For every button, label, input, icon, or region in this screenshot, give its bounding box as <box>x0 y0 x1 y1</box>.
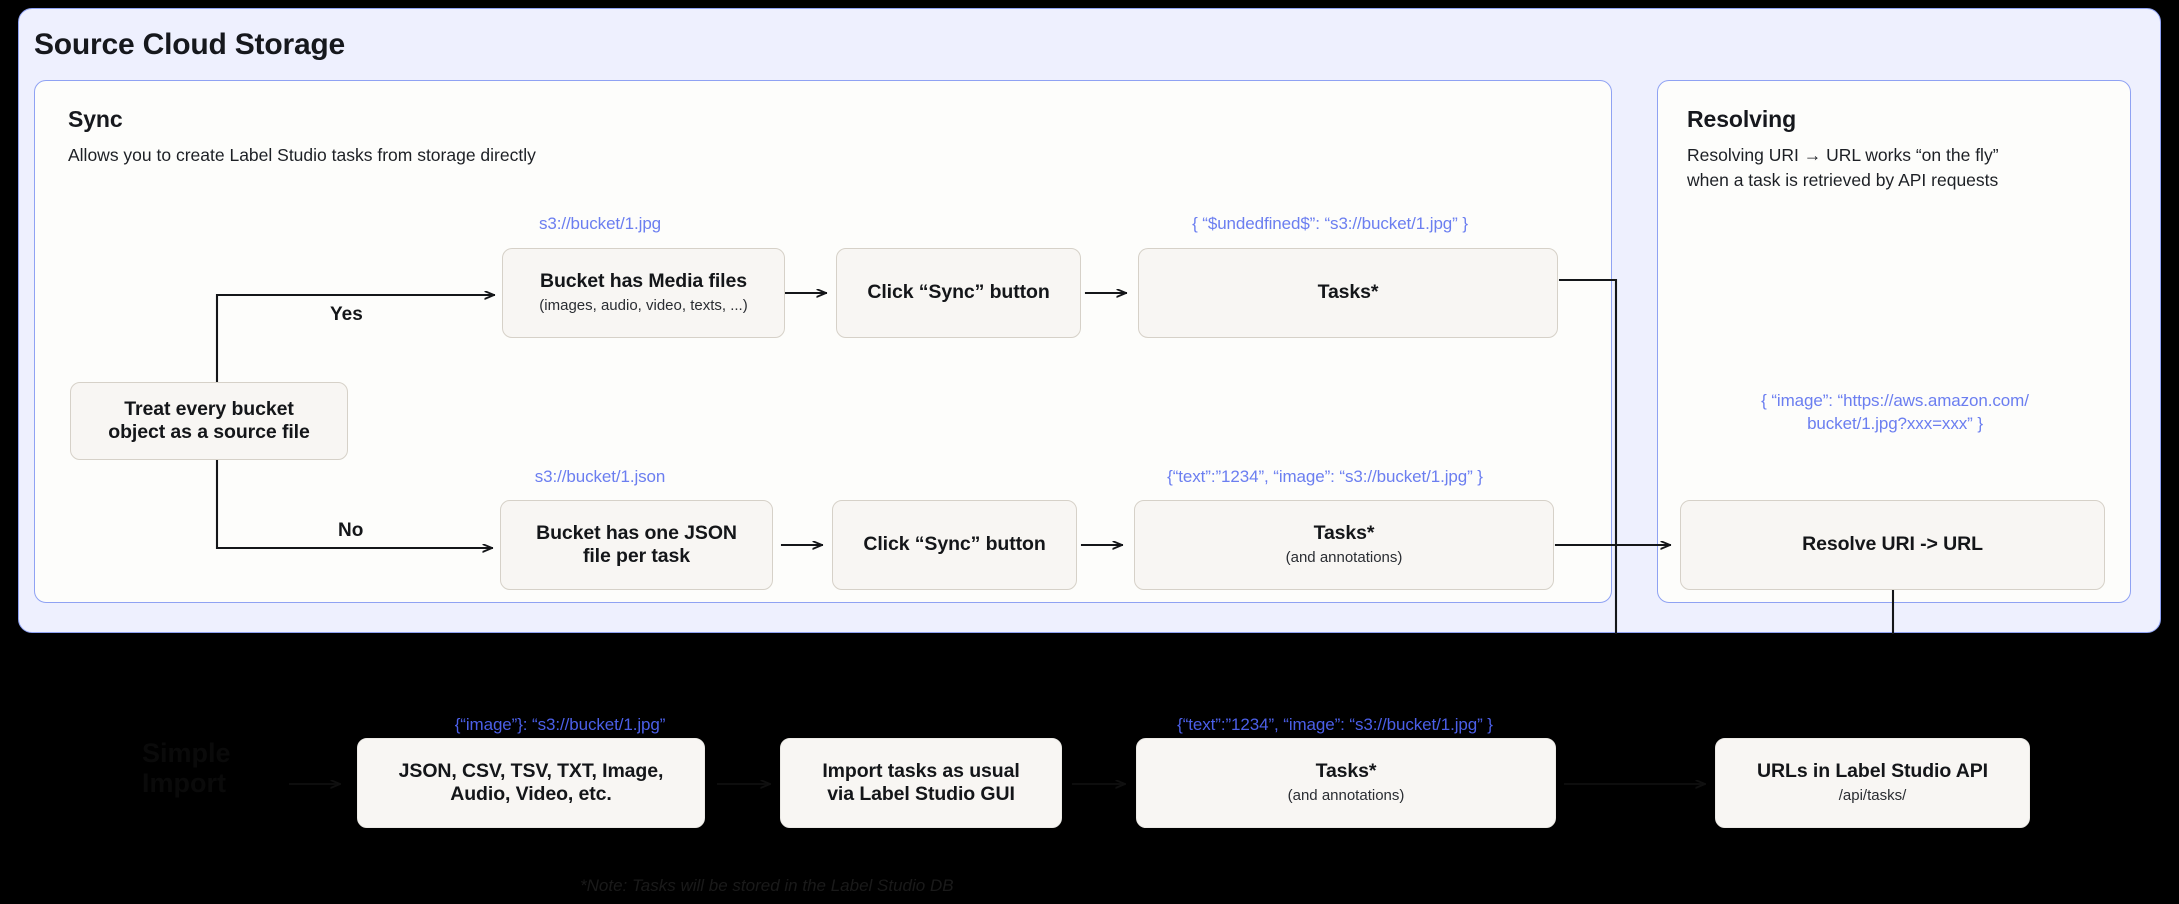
node-file-formats[interactable]: JSON, CSV, TSV, TXT, Image, Audio, Video… <box>357 738 705 828</box>
node-title: Tasks* <box>1317 281 1379 304</box>
node-title: Click “Sync” button <box>867 281 1050 304</box>
node-subtitle: /api/tasks/ <box>1838 786 1907 804</box>
branch-label-yes: Yes <box>330 304 363 325</box>
node-urls-label-studio-api[interactable]: URLs in Label Studio API /api/tasks/ <box>1715 738 2030 828</box>
node-tasks-top[interactable]: Tasks* <box>1138 248 1558 338</box>
sync-card-title: Sync <box>68 106 123 132</box>
annotation-resolved-url: { “image”: “https://aws.amazon.com/ buck… <box>1761 391 2029 433</box>
node-title: Bucket has Media files <box>540 270 747 293</box>
node-bucket-has-one-json[interactable]: Bucket has one JSON file per task <box>500 500 773 590</box>
node-import-tasks-gui[interactable]: Import tasks as usual via Label Studio G… <box>780 738 1062 828</box>
annotation-import-text-image: {“text”:”1234”, “image”: “s3://bucket/1.… <box>1177 715 1493 734</box>
annotation-task-undefined: { “$undedfined$”: “s3://bucket/1.jpg” } <box>1192 214 1468 233</box>
simple-import-caption: Simple Import <box>142 738 231 799</box>
node-title: Bucket has one JSON file per task <box>536 521 737 567</box>
node-resolve-uri-url[interactable]: Resolve URI -> URL <box>1680 500 2105 590</box>
node-subtitle: (and annotations) <box>1287 786 1405 804</box>
node-tasks-import[interactable]: Tasks* (and annotations) <box>1136 738 1556 828</box>
sync-card-subtitle: Allows you to create Label Studio tasks … <box>68 145 536 165</box>
node-treat-bucket-object[interactable]: Treat every bucket object as a source fi… <box>70 382 348 460</box>
footnote-tasks-stored: *Note: Tasks will be stored in the Label… <box>580 876 954 895</box>
node-title: Import tasks as usual via Label Studio G… <box>822 759 1020 805</box>
node-title: Tasks* <box>1313 522 1375 545</box>
node-title: Treat every bucket object as a source fi… <box>108 397 310 443</box>
node-click-sync-button-top[interactable]: Click “Sync” button <box>836 248 1081 338</box>
node-click-sync-button-bottom[interactable]: Click “Sync” button <box>832 500 1077 590</box>
resolving-card-title: Resolving <box>1687 106 1797 132</box>
annotation-import-image: {“image”}: “s3://bucket/1.jpg” <box>454 715 666 734</box>
node-bucket-has-media-files[interactable]: Bucket has Media files (images, audio, v… <box>502 248 785 338</box>
resolving-card-subtitle: Resolving URI → URL works “on the fly” w… <box>1687 145 1999 191</box>
node-subtitle: (images, audio, video, texts, ...) <box>539 296 748 314</box>
node-title: Resolve URI -> URL <box>1802 533 1983 556</box>
page-title: Source Cloud Storage <box>34 28 346 61</box>
node-title: Click “Sync” button <box>863 533 1046 556</box>
node-title: URLs in Label Studio API <box>1757 760 1988 783</box>
annotation-task-text-image: {“text”:”1234”, “image”: “s3://bucket/1.… <box>1167 467 1483 486</box>
node-subtitle: (and annotations) <box>1285 548 1403 566</box>
node-title: JSON, CSV, TSV, TXT, Image, Audio, Video… <box>398 759 664 805</box>
node-tasks-bottom[interactable]: Tasks* (and annotations) <box>1134 500 1554 590</box>
annotation-uri-jpg: s3://bucket/1.jpg <box>538 214 662 233</box>
annotation-uri-json: s3://bucket/1.json <box>534 467 666 486</box>
branch-label-no: No <box>338 520 364 541</box>
node-title: Tasks* <box>1315 760 1377 783</box>
